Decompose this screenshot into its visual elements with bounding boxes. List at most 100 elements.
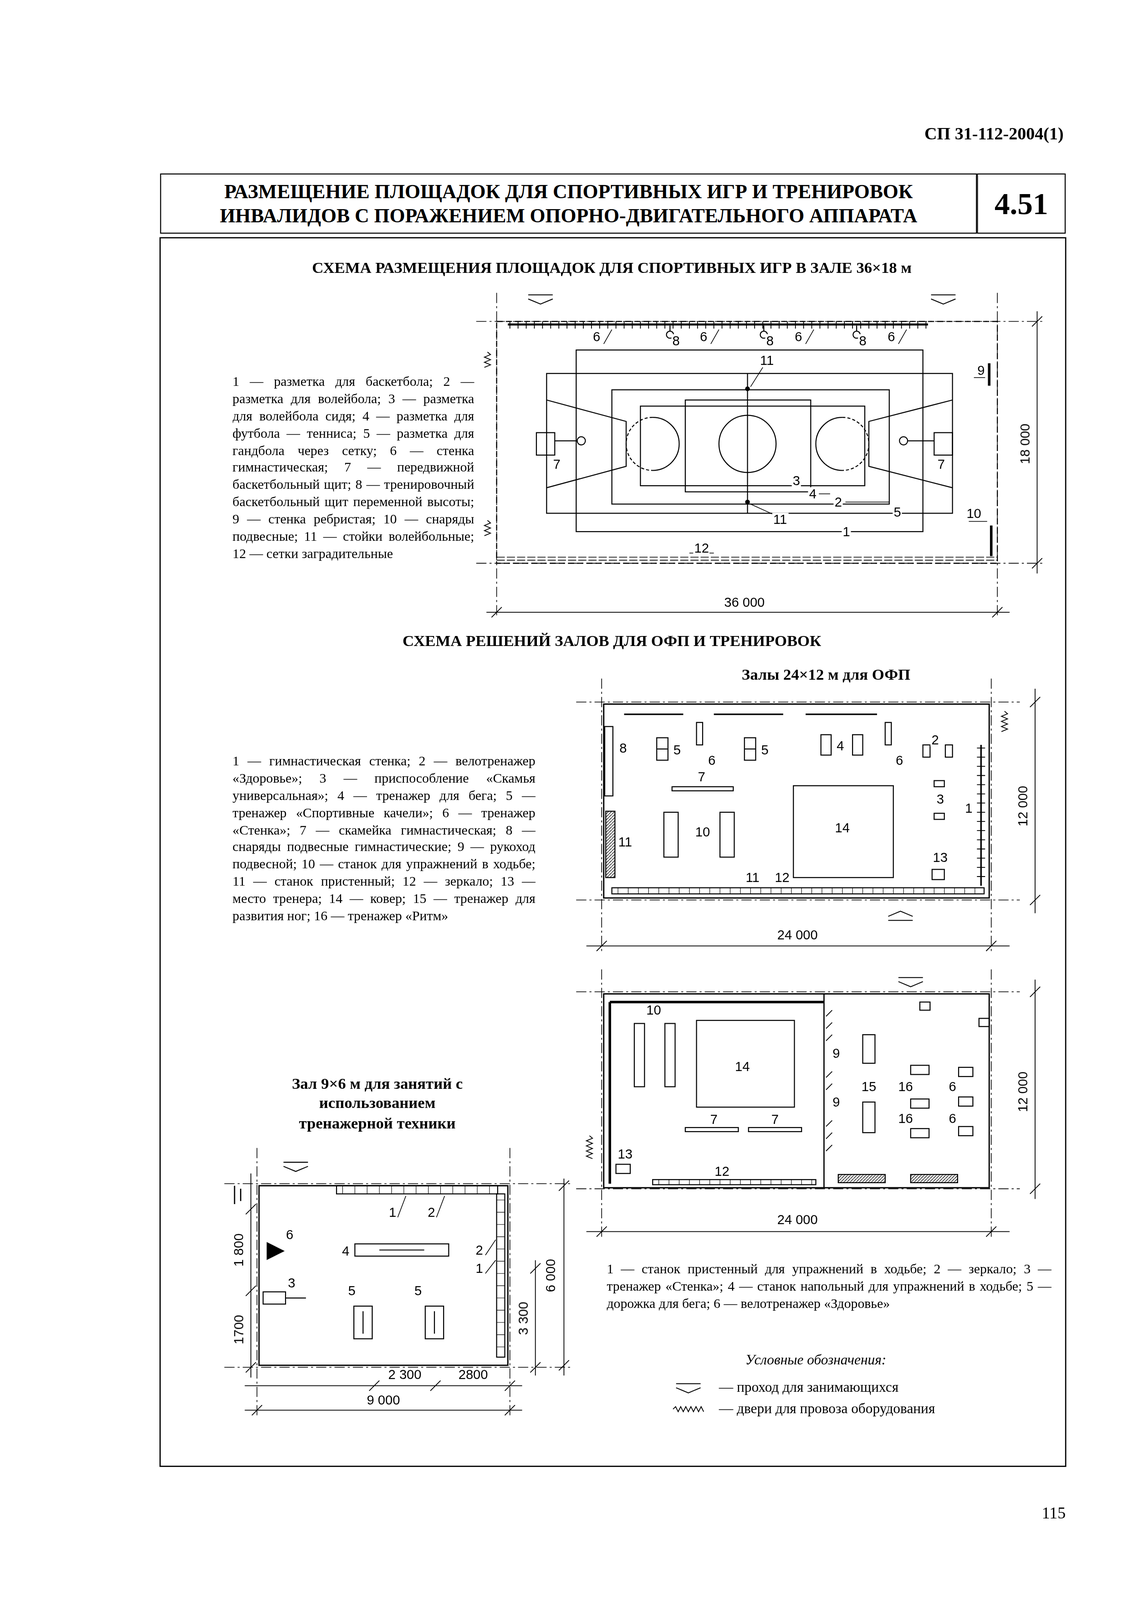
hall-24x12-a-plan: [605, 811, 615, 878]
hall-36x18-plan: [496, 292, 998, 618]
gym-wall-bars: [510, 321, 927, 329]
passage-symbol: [676, 1383, 701, 1393]
hall-24x12-a-plan: [744, 737, 756, 760]
hall-24x12-b-plan: [910, 1098, 929, 1108]
hall-24x12-a-plan: [821, 734, 832, 756]
callout-number: 7: [936, 457, 947, 471]
hall-24x12-b-plan: [862, 1101, 876, 1133]
hall-36x18-plan: [546, 399, 953, 488]
callout-number: 4: [835, 739, 846, 753]
hall-36x18-plan: [576, 349, 923, 532]
callout-number: 6: [947, 1111, 958, 1125]
passage-symbol: [931, 294, 956, 304]
callout-number: 6: [886, 330, 897, 344]
hall-9x6-plan: [263, 1291, 286, 1304]
hall-9x6-plan: [530, 1259, 541, 1375]
callout-number: 3: [791, 473, 802, 487]
gym-wall-bars: [976, 747, 985, 877]
hall-36x18-plan: [907, 439, 934, 441]
hall-24x12-a-plan: [719, 811, 735, 858]
hall-24x12-a-plan: [576, 701, 1020, 900]
sheet-frame: [160, 237, 1067, 1466]
hall-9x6-plan: [285, 1296, 307, 1298]
callout-number: 7: [696, 769, 707, 783]
callout-number: 5: [347, 1283, 357, 1297]
hall-36x18-plan: [476, 292, 1046, 618]
mirror: [617, 887, 975, 894]
page-note: 115: [1041, 1504, 1066, 1521]
hall-9x6-plan: [336, 1185, 498, 1194]
hall-24x12-a-plan: [1030, 688, 1041, 914]
callout-number: 2: [930, 732, 940, 746]
hall-36x18-plan: [745, 500, 750, 504]
dimension-value: 6 000: [544, 1257, 558, 1293]
callout-number: 6: [707, 753, 717, 767]
hall-24x12-b-plan: [958, 1066, 973, 1077]
callout-number: 1: [474, 1261, 485, 1275]
hall-24x12-b-plan: [664, 1023, 675, 1087]
dimension-value: 24 000: [775, 1212, 819, 1226]
hall-36x18-plan: [899, 436, 908, 445]
hall-24x12-a-plan: [624, 713, 878, 715]
callout-number: 15: [860, 1079, 878, 1093]
hall-24x12-a-plan: [744, 748, 756, 750]
callout-number: 5: [760, 743, 770, 757]
hall-36x18-plan: [816, 417, 843, 470]
section-heading: СХЕМА РАЗМЕЩЕНИЯ ПЛОЩАДОК ДЛЯ СПОРТИВНЫХ…: [311, 259, 912, 276]
hall-24x12-b-plan: [862, 1034, 876, 1063]
hall-9x6-plan: [245, 1173, 256, 1378]
hall-36x18-plan: [968, 520, 987, 522]
mirror: [496, 1199, 506, 1347]
callout-number: 8: [765, 334, 775, 348]
callout-number: 6: [285, 1227, 295, 1241]
callout-number: 6: [793, 330, 804, 344]
page-note: Условные обозначения:: [745, 1352, 887, 1367]
hall-9x6-plan: [267, 1242, 284, 1259]
legend-text: — двери для провоза оборудования: [719, 1401, 936, 1416]
callout-number: 8: [618, 740, 628, 755]
callout-number: 5: [672, 743, 683, 757]
callout-number: 10: [645, 1003, 663, 1017]
hall-36x18-plan: [640, 405, 865, 486]
hall-24x12-b-plan: [609, 1001, 824, 1184]
callout-number: 16: [897, 1079, 914, 1093]
dimension-value: 1 800: [231, 1231, 245, 1267]
callout-number: 11: [744, 870, 761, 884]
drawing: [160, 237, 1067, 1466]
callout-number: 7: [709, 1112, 719, 1126]
callout-number: 6: [947, 1079, 958, 1093]
equipment-door-symbol: [586, 1135, 593, 1159]
hall-24x12-b-plan: [603, 993, 990, 1188]
hall-24x12-b-plan: [685, 1127, 739, 1132]
callout-number: 1: [841, 524, 852, 538]
hall-9x6-plan: [379, 1249, 425, 1251]
hall-9x6-plan: [496, 1193, 506, 1357]
mirror: [658, 1178, 812, 1185]
hall-36x18-plan: [626, 417, 653, 470]
passage-symbol: [898, 977, 924, 987]
sheet-frame: [160, 237, 1067, 1466]
hall-36x18-plan: [775, 493, 890, 532]
passage-symbol: [283, 1161, 309, 1171]
hall-9x6-plan: [234, 1185, 241, 1204]
sheet-number-box: 4.51: [976, 173, 1066, 234]
hall-24x12-b-plan: [910, 1173, 958, 1183]
equipment-door-symbol: [1001, 710, 1008, 732]
hall-9x6-plan: [244, 1379, 522, 1390]
callout-number: 6: [699, 330, 709, 344]
hall-24x12-b-plan: [910, 1064, 929, 1074]
hall-24x12-b-plan: [634, 1023, 645, 1087]
hall-24x12-b-plan: [958, 1126, 973, 1136]
hall-24x12-b-plan: [919, 1001, 930, 1010]
hall-24x12-b-plan: [979, 1017, 990, 1026]
passage-symbol: [888, 910, 914, 920]
hall-36x18-plan: [990, 525, 993, 556]
hall-24x12-a-plan: [945, 744, 953, 757]
hall-24x12-a-plan: [933, 780, 945, 786]
dimension-value: 2 300: [387, 1367, 423, 1381]
hall-24x12-b-plan: [601, 969, 991, 1240]
page-note: СП 31-112-2004(1): [924, 124, 1064, 143]
hall-36x18-plan: [476, 321, 1046, 564]
hall-24x12-b-plan: [958, 1096, 973, 1106]
callout-number: 6: [592, 330, 602, 344]
